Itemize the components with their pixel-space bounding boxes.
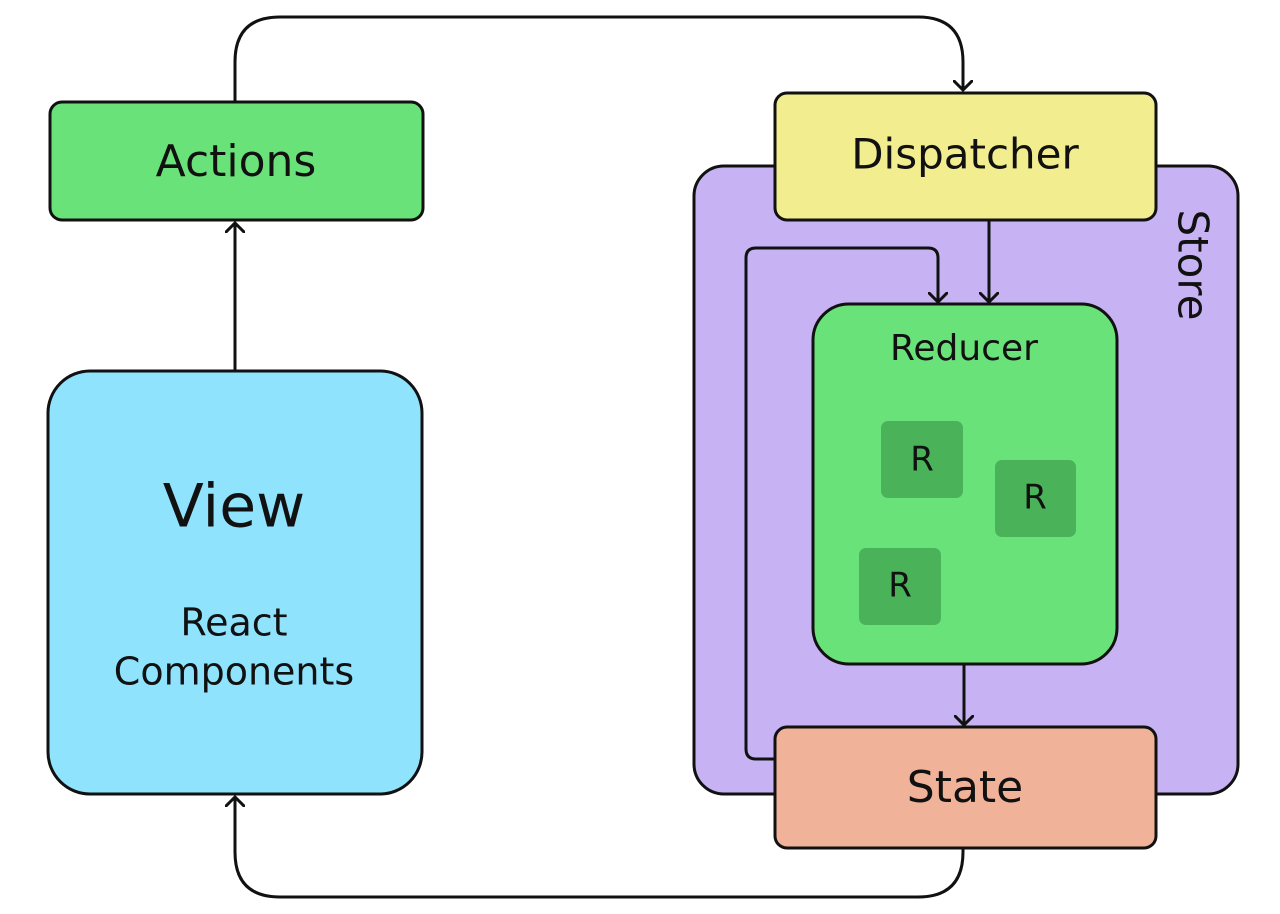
dispatcher-node: Dispatcher — [773, 91, 1158, 222]
dispatcher-box — [773, 91, 1158, 222]
view-subtitle-line1: React — [180, 601, 287, 645]
sub-reducer-2-box — [995, 460, 1076, 537]
actions-label: Actions — [156, 136, 317, 187]
state-label: State — [907, 762, 1023, 813]
sub-reducer-1-box — [881, 421, 963, 498]
actions-node: Actions — [48, 100, 425, 222]
state-node: State — [773, 725, 1158, 850]
store-label: Store — [1169, 209, 1218, 320]
edge-actions-to-dispatcher — [233, 15, 963, 102]
view-title: View — [163, 472, 305, 542]
view-box — [46, 369, 424, 796]
actions-box — [48, 100, 425, 222]
state-box — [773, 725, 1158, 850]
edge-state-to-reducer — [744, 246, 938, 761]
reducer-node: Reducer R R R — [811, 302, 1119, 666]
dispatcher-label: Dispatcher — [851, 130, 1079, 179]
sub-reducer-1-label: R — [910, 440, 934, 480]
sub-reducer-3-label: R — [888, 566, 912, 606]
edge-state-to-view — [235, 797, 965, 899]
reducer-label: Reducer — [890, 328, 1038, 369]
sub-reducer-3-box — [859, 548, 941, 625]
view-node: View React Components — [46, 369, 424, 796]
sub-reducer-2-label: R — [1023, 478, 1047, 518]
view-subtitle-line2: Components — [114, 650, 354, 694]
